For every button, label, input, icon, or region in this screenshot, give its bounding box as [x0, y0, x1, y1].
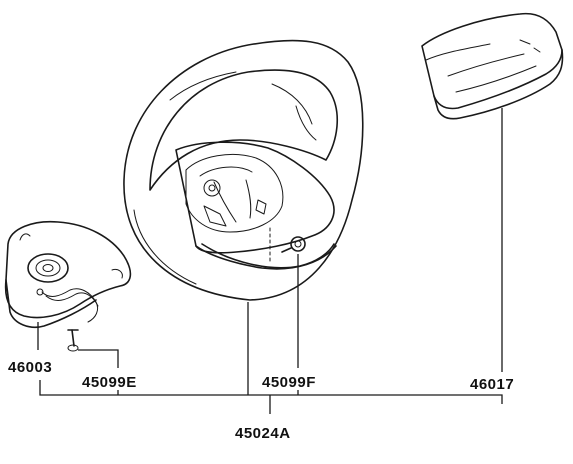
label-45024A: 45024A: [235, 425, 291, 442]
steering-wheel: [123, 39, 364, 301]
label-45099E: 45099E: [82, 374, 137, 391]
clock-spring-screw-45099E: [67, 329, 79, 352]
leader-lines: [37, 108, 503, 414]
wheel-bolt-45099F: [281, 236, 306, 253]
airbag-module: [421, 12, 564, 120]
clock-spring: [4, 220, 132, 352]
label-46017: 46017: [470, 376, 514, 393]
label-46003: 46003: [8, 359, 52, 376]
label-45099F: 45099F: [262, 374, 316, 391]
